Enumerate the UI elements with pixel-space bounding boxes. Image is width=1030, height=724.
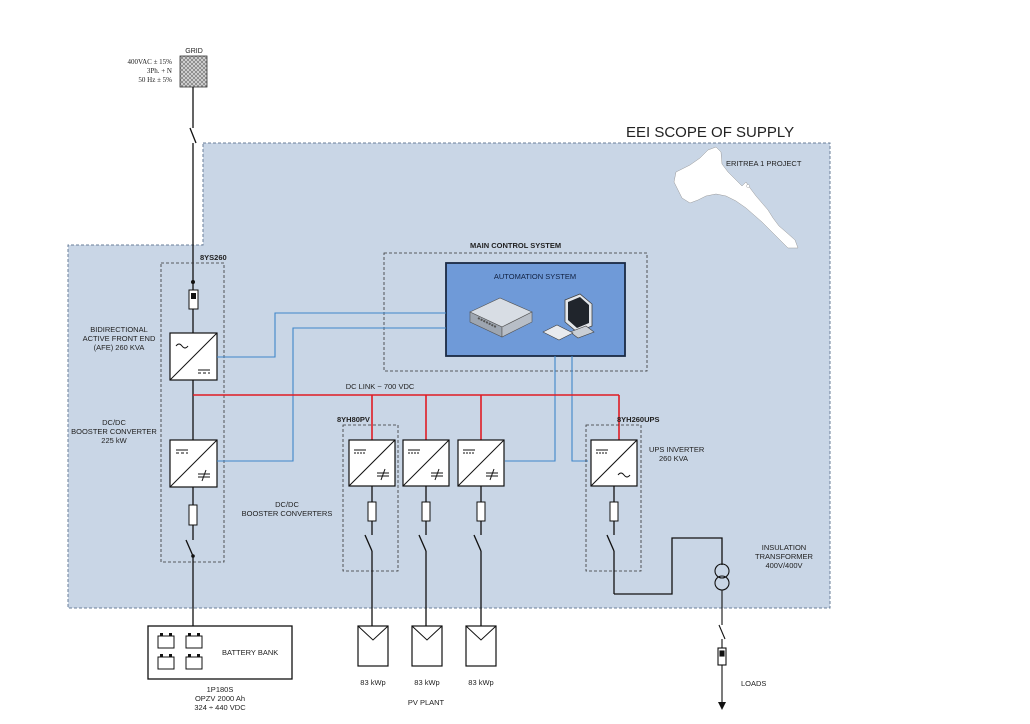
battery-spec-3: 324 ÷ 440 VDC xyxy=(194,703,246,712)
pv-converters-label-1: DC/DC xyxy=(275,500,299,509)
grid-spec-1: 400VAC ± 15% xyxy=(127,58,172,66)
pv-panel-2 xyxy=(411,625,443,667)
ups-cabinet-boundary xyxy=(585,424,642,572)
insulation-transformer-icon xyxy=(714,563,730,704)
transformer-label-1: INSULATION xyxy=(761,543,807,552)
afe-cabinet-boundary xyxy=(160,262,225,563)
transformer-label-3: 400V/400V xyxy=(765,561,803,570)
afe-label-1: BIDIRECTIONAL xyxy=(90,325,148,334)
computer-monitor-icon xyxy=(564,293,595,339)
grid-spec-2: 3Ph. + N xyxy=(146,67,172,75)
battery-bank xyxy=(147,625,293,680)
loads-arrow-icon xyxy=(718,702,726,710)
booster-label-3: 225 kW xyxy=(101,436,127,445)
ups-inverter-box xyxy=(590,439,638,487)
pv-panel-3-rating: 83 kWp xyxy=(468,678,494,687)
booster-label-1: DC/DC xyxy=(102,418,126,427)
battery-booster-box xyxy=(169,439,218,488)
pv-converters-tag: 8YH80PV xyxy=(337,415,370,424)
ups-tag: 8YH260UPS xyxy=(617,415,660,424)
eritrea-map-icon xyxy=(673,146,799,249)
pv-converter-1 xyxy=(348,439,396,487)
battery-fuse-switch xyxy=(185,487,198,626)
pv-panel-2-rating: 83 kWp xyxy=(414,678,440,687)
ups-output-path xyxy=(606,486,723,595)
main-control-boundary xyxy=(383,252,648,372)
pv-string-2 xyxy=(418,486,431,626)
pv-plant-label: PV PLANT xyxy=(407,698,445,707)
pv-panel-1-rating: 83 kWp xyxy=(360,678,386,687)
grid-spec-3: 50 Hz ± 5% xyxy=(138,76,172,84)
grid-switch-blade xyxy=(189,127,197,144)
afe-label-2: ACTIVE FRONT END xyxy=(82,334,156,343)
afe-label-3: (AFE) 260 KVA xyxy=(93,343,145,352)
dc-link-label: DC LINK ~ 700 VDC xyxy=(345,382,415,391)
battery-spec-2: OPZV 2000 Ah xyxy=(194,694,246,703)
grid-source xyxy=(179,55,208,88)
pv-panel-1 xyxy=(357,625,389,667)
pv-panel-3 xyxy=(465,625,497,667)
loads-label: LOADS xyxy=(741,679,767,688)
ups-label-2: 260 KVA xyxy=(659,454,689,463)
project-name: ERITREA 1 PROJECT xyxy=(726,159,802,168)
booster-label-2: BOOSTER CONVERTER xyxy=(71,427,157,436)
battery-spec-1: 1P180S xyxy=(206,685,234,694)
pv-converter-3 xyxy=(457,439,505,487)
transformer-label-2: TRANSFORMER xyxy=(755,552,813,561)
pv-converter-2 xyxy=(402,439,450,487)
keyboard-icon xyxy=(542,324,574,341)
island-mark xyxy=(746,184,750,188)
scope-title: EEI SCOPE OF SUPPLY xyxy=(626,124,795,141)
scope-of-supply-area xyxy=(67,142,831,609)
battery-bank-label: BATTERY BANK xyxy=(222,648,279,657)
main-control-title: MAIN CONTROL SYSTEM xyxy=(470,241,562,250)
pv-cabinet-boundary xyxy=(342,424,399,572)
afe-input-breaker xyxy=(188,280,199,333)
ups-label-1: UPS INVERTER xyxy=(649,445,705,454)
pv-string-3 xyxy=(473,486,486,626)
pv-converters-label-2: BOOSTER CONVERTERS xyxy=(241,509,333,518)
plc-controller-icon xyxy=(469,297,533,338)
dc-link-bus xyxy=(193,394,620,440)
afe-converter-box xyxy=(169,332,218,381)
pv-string-1 xyxy=(364,486,377,626)
afe-cabinet-tag: 8YS260 xyxy=(200,253,227,262)
grid-label: GRID xyxy=(185,48,203,55)
automation-system-label: AUTOMATION SYSTEM xyxy=(493,272,577,281)
